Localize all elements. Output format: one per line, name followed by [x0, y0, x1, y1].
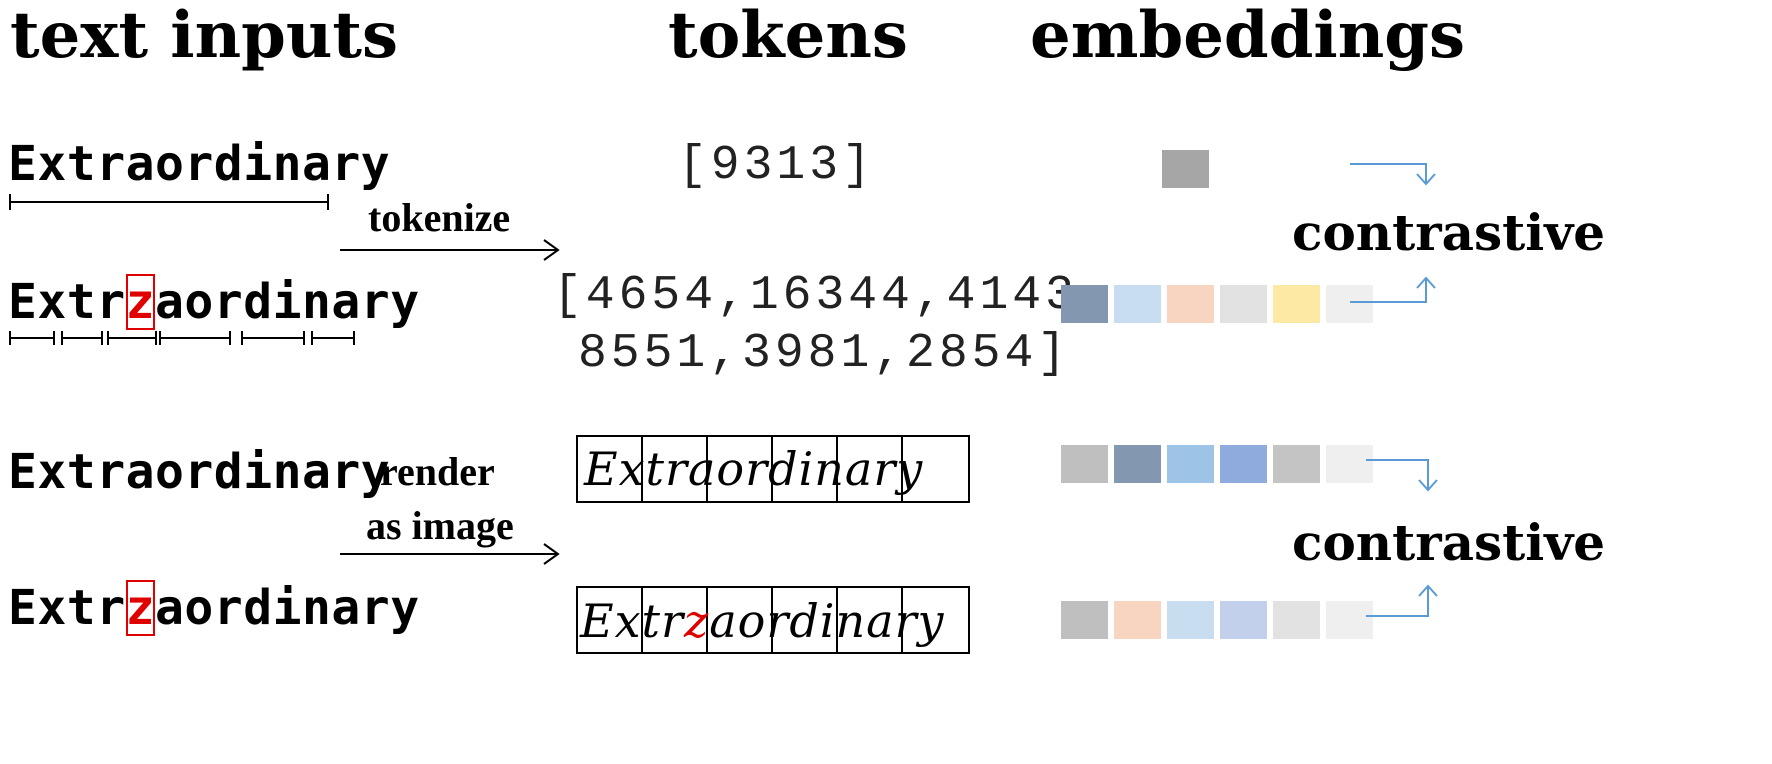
patch-cell — [838, 437, 904, 501]
embedding-row3 — [1061, 445, 1373, 483]
embedding-row1 — [1162, 150, 1209, 188]
tokenize-label: tokenize — [368, 195, 511, 240]
input-row1-text: Extraordinary — [8, 136, 391, 192]
input-row3-text: Extraordinary — [8, 444, 391, 500]
tokens-row1: [9313] — [678, 139, 875, 193]
embedding-vector — [1273, 445, 1320, 483]
embedding-vector — [1114, 285, 1161, 323]
patch-cell — [643, 588, 709, 652]
patch-cell — [578, 437, 644, 501]
render-label-line1: render — [380, 449, 495, 494]
header-tokens: tokens — [668, 0, 908, 73]
patch-cell — [578, 588, 644, 652]
embedding-vector — [1326, 601, 1373, 639]
embedding-vector — [1061, 285, 1108, 323]
render-label-line2: as image — [366, 503, 514, 548]
connector-top-down — [1350, 163, 1436, 186]
input-row2-text: Extrzaordinary — [8, 274, 420, 330]
embedding-vector — [1162, 150, 1209, 188]
connector-bottom-up — [1366, 584, 1438, 617]
input-row2-suffix: aordinary — [155, 274, 420, 330]
embedding-vector — [1061, 601, 1108, 639]
input-row2-prefix: Extr — [8, 274, 126, 330]
rendered-text-row3: Extraordinary — [584, 442, 924, 496]
patch-cell — [708, 437, 774, 501]
patch-cell — [708, 588, 774, 652]
rendered-row4-prefix: Extr — [580, 594, 684, 648]
embedding-vector — [1167, 445, 1214, 483]
tokens-row2-line1: [4654,16344,4143, — [553, 269, 1111, 323]
input-row4-text: Extrzaordinary — [8, 580, 420, 636]
patch-cell — [773, 588, 839, 652]
token-span-single — [9, 194, 329, 210]
embedding-vector — [1167, 285, 1214, 323]
embedding-vector — [1167, 601, 1214, 639]
embedding-row4 — [1061, 601, 1373, 639]
embedding-vector — [1061, 445, 1108, 483]
embedding-vector — [1326, 285, 1373, 323]
rendered-text-row4: Extrzaordinary — [580, 598, 945, 644]
input-row4-prefix: Extr — [8, 580, 126, 636]
header-text-inputs: text inputs — [10, 0, 398, 73]
render-arrow — [340, 543, 560, 565]
input-row2-highlight: z — [125, 274, 155, 330]
tokens-row2-line2: 8551,3981,2854] — [578, 327, 1071, 381]
connector-bottom-down — [1366, 459, 1438, 492]
tokenize-arrow — [340, 239, 560, 261]
patch-cell — [643, 437, 709, 501]
rendered-row4-suffix: aordinary — [709, 594, 945, 648]
patch-cell — [773, 437, 839, 501]
embedding-vector — [1326, 445, 1373, 483]
embedding-vector — [1220, 601, 1267, 639]
embedding-vector — [1220, 445, 1267, 483]
rendered-row4-highlight: z — [684, 594, 710, 648]
input-row4-suffix: aordinary — [155, 580, 420, 636]
embedding-vector — [1220, 285, 1267, 323]
input-row4-highlight: z — [125, 580, 155, 636]
contrastive-label-top: contrastive — [1292, 203, 1606, 262]
embedding-row2 — [1061, 285, 1373, 323]
header-embeddings: embeddings — [1030, 0, 1466, 73]
rendered-image-row3 — [576, 435, 970, 503]
contrastive-label-bottom: contrastive — [1292, 513, 1606, 572]
rendered-image-row4 — [576, 586, 970, 654]
patch-cell — [838, 588, 904, 652]
token-span-multi — [9, 331, 355, 345]
connector-top-up — [1350, 276, 1436, 303]
embedding-vector — [1114, 445, 1161, 483]
embedding-vector — [1273, 601, 1320, 639]
embedding-vector — [1273, 285, 1320, 323]
embedding-vector — [1114, 601, 1161, 639]
